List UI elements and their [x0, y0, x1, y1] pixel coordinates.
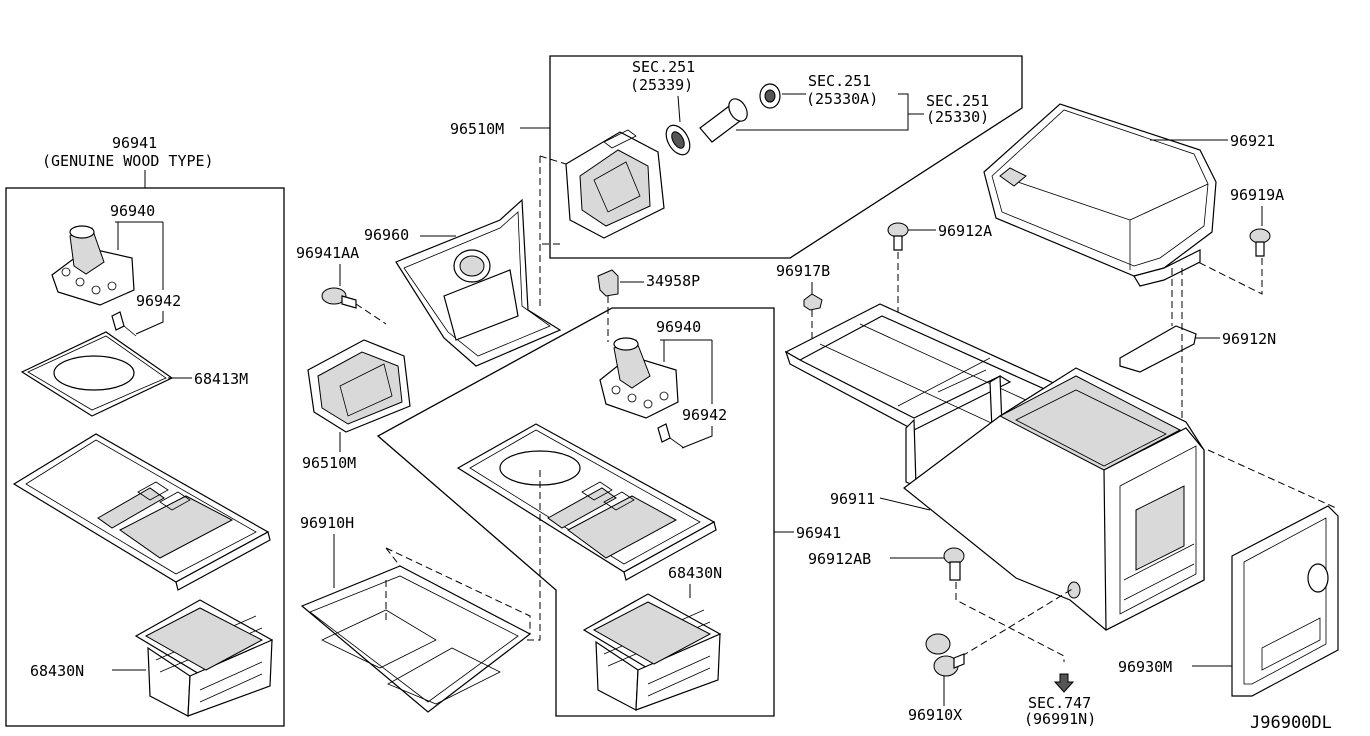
label-96917b[interactable]: 96917B: [776, 262, 830, 280]
label-96910h[interactable]: 96910H: [300, 514, 354, 532]
label-sec251-a[interactable]: SEC.251: [632, 58, 695, 76]
label-sec251-c[interactable]: SEC.251: [926, 92, 989, 110]
label-96510m-top[interactable]: 96510M: [450, 120, 504, 138]
label-sec251-b[interactable]: SEC.251: [808, 72, 871, 90]
label-genuine-wood-type: (GENUINE WOOD TYPE): [42, 152, 214, 170]
label-96919a[interactable]: 96919A: [1230, 186, 1284, 204]
bracket-96912n: [1119, 325, 1197, 373]
label-25330a: (25330A): [806, 90, 878, 108]
label-96942-left[interactable]: 96942: [136, 292, 181, 310]
arrow-down-icon: [1053, 673, 1075, 693]
clip-96912a: [887, 222, 909, 251]
grommet-96910x: [925, 633, 965, 677]
clip-96912ab: [943, 547, 965, 581]
outlet-bracket: [565, 129, 665, 239]
finisher-plate-68413m: [20, 331, 174, 417]
side-cover-96930m: [1231, 505, 1339, 697]
label-96991n: (96991N): [1024, 710, 1096, 728]
outlet-housing-96510m: [307, 339, 411, 433]
shift-knob-left: [51, 225, 137, 337]
label-96930m[interactable]: 96930M: [1118, 658, 1172, 676]
label-34958p[interactable]: 34958P: [646, 272, 700, 290]
label-68430n-center[interactable]: 68430N: [668, 564, 722, 582]
label-96910x[interactable]: 96910X: [908, 706, 962, 724]
nut-96917b: [803, 293, 823, 311]
label-96912n[interactable]: 96912N: [1222, 330, 1276, 348]
label-96940-center[interactable]: 96940: [656, 318, 701, 336]
upper-finisher-96960: [395, 198, 562, 367]
clip-96919a: [1249, 228, 1271, 257]
switch-34958p: [597, 269, 619, 297]
console-box: [903, 367, 1205, 631]
label-96510m-bottom[interactable]: 96510M: [302, 454, 356, 472]
label-96912a[interactable]: 96912A: [938, 222, 992, 240]
center-console-group: 34958P 96940 96942 96941: [376, 269, 841, 717]
storage-box-left: [134, 599, 274, 717]
genuine-wood-group: 96941 (GENUINE WOOD TYPE) 96940 96942 68…: [5, 134, 285, 727]
mat-96910h: 96910H: [300, 514, 532, 713]
armrest-96921: [983, 103, 1217, 287]
center-frame: [376, 307, 775, 717]
label-96960[interactable]: 96960: [364, 226, 409, 244]
label-96941aa[interactable]: 96941AA: [296, 244, 359, 262]
label-96921[interactable]: 96921: [1230, 132, 1275, 150]
label-96942-center[interactable]: 96942: [682, 406, 727, 424]
label-68430n-left[interactable]: 68430N: [30, 662, 84, 680]
console-panel-center: [456, 423, 717, 581]
shift-knob-center: [599, 337, 685, 449]
storage-box-center: [582, 593, 722, 711]
diagram-id: J96900DL: [1250, 713, 1332, 733]
label-68413m[interactable]: 68413M: [194, 370, 248, 388]
power-outlet-group: 96510M SEC.251 (25339) SEC.251 (25330A) …: [450, 55, 1023, 310]
console-frame-96911: [784, 303, 1061, 487]
label-96912ab[interactable]: 96912AB: [808, 550, 871, 568]
console-panel-left: [12, 433, 271, 591]
outlet-socket: [665, 83, 781, 156]
label-96941-right[interactable]: 96941: [796, 524, 841, 542]
outlet-frame: [549, 55, 1023, 259]
label-25330: (25330): [926, 108, 989, 126]
clip-96941aa: [321, 287, 357, 309]
label-25339: (25339): [630, 76, 693, 94]
label-sec747[interactable]: SEC.747: [1028, 694, 1091, 712]
label-96941-top[interactable]: 96941: [112, 134, 157, 152]
label-96911[interactable]: 96911: [830, 490, 875, 508]
label-96940-left[interactable]: 96940: [110, 202, 155, 220]
